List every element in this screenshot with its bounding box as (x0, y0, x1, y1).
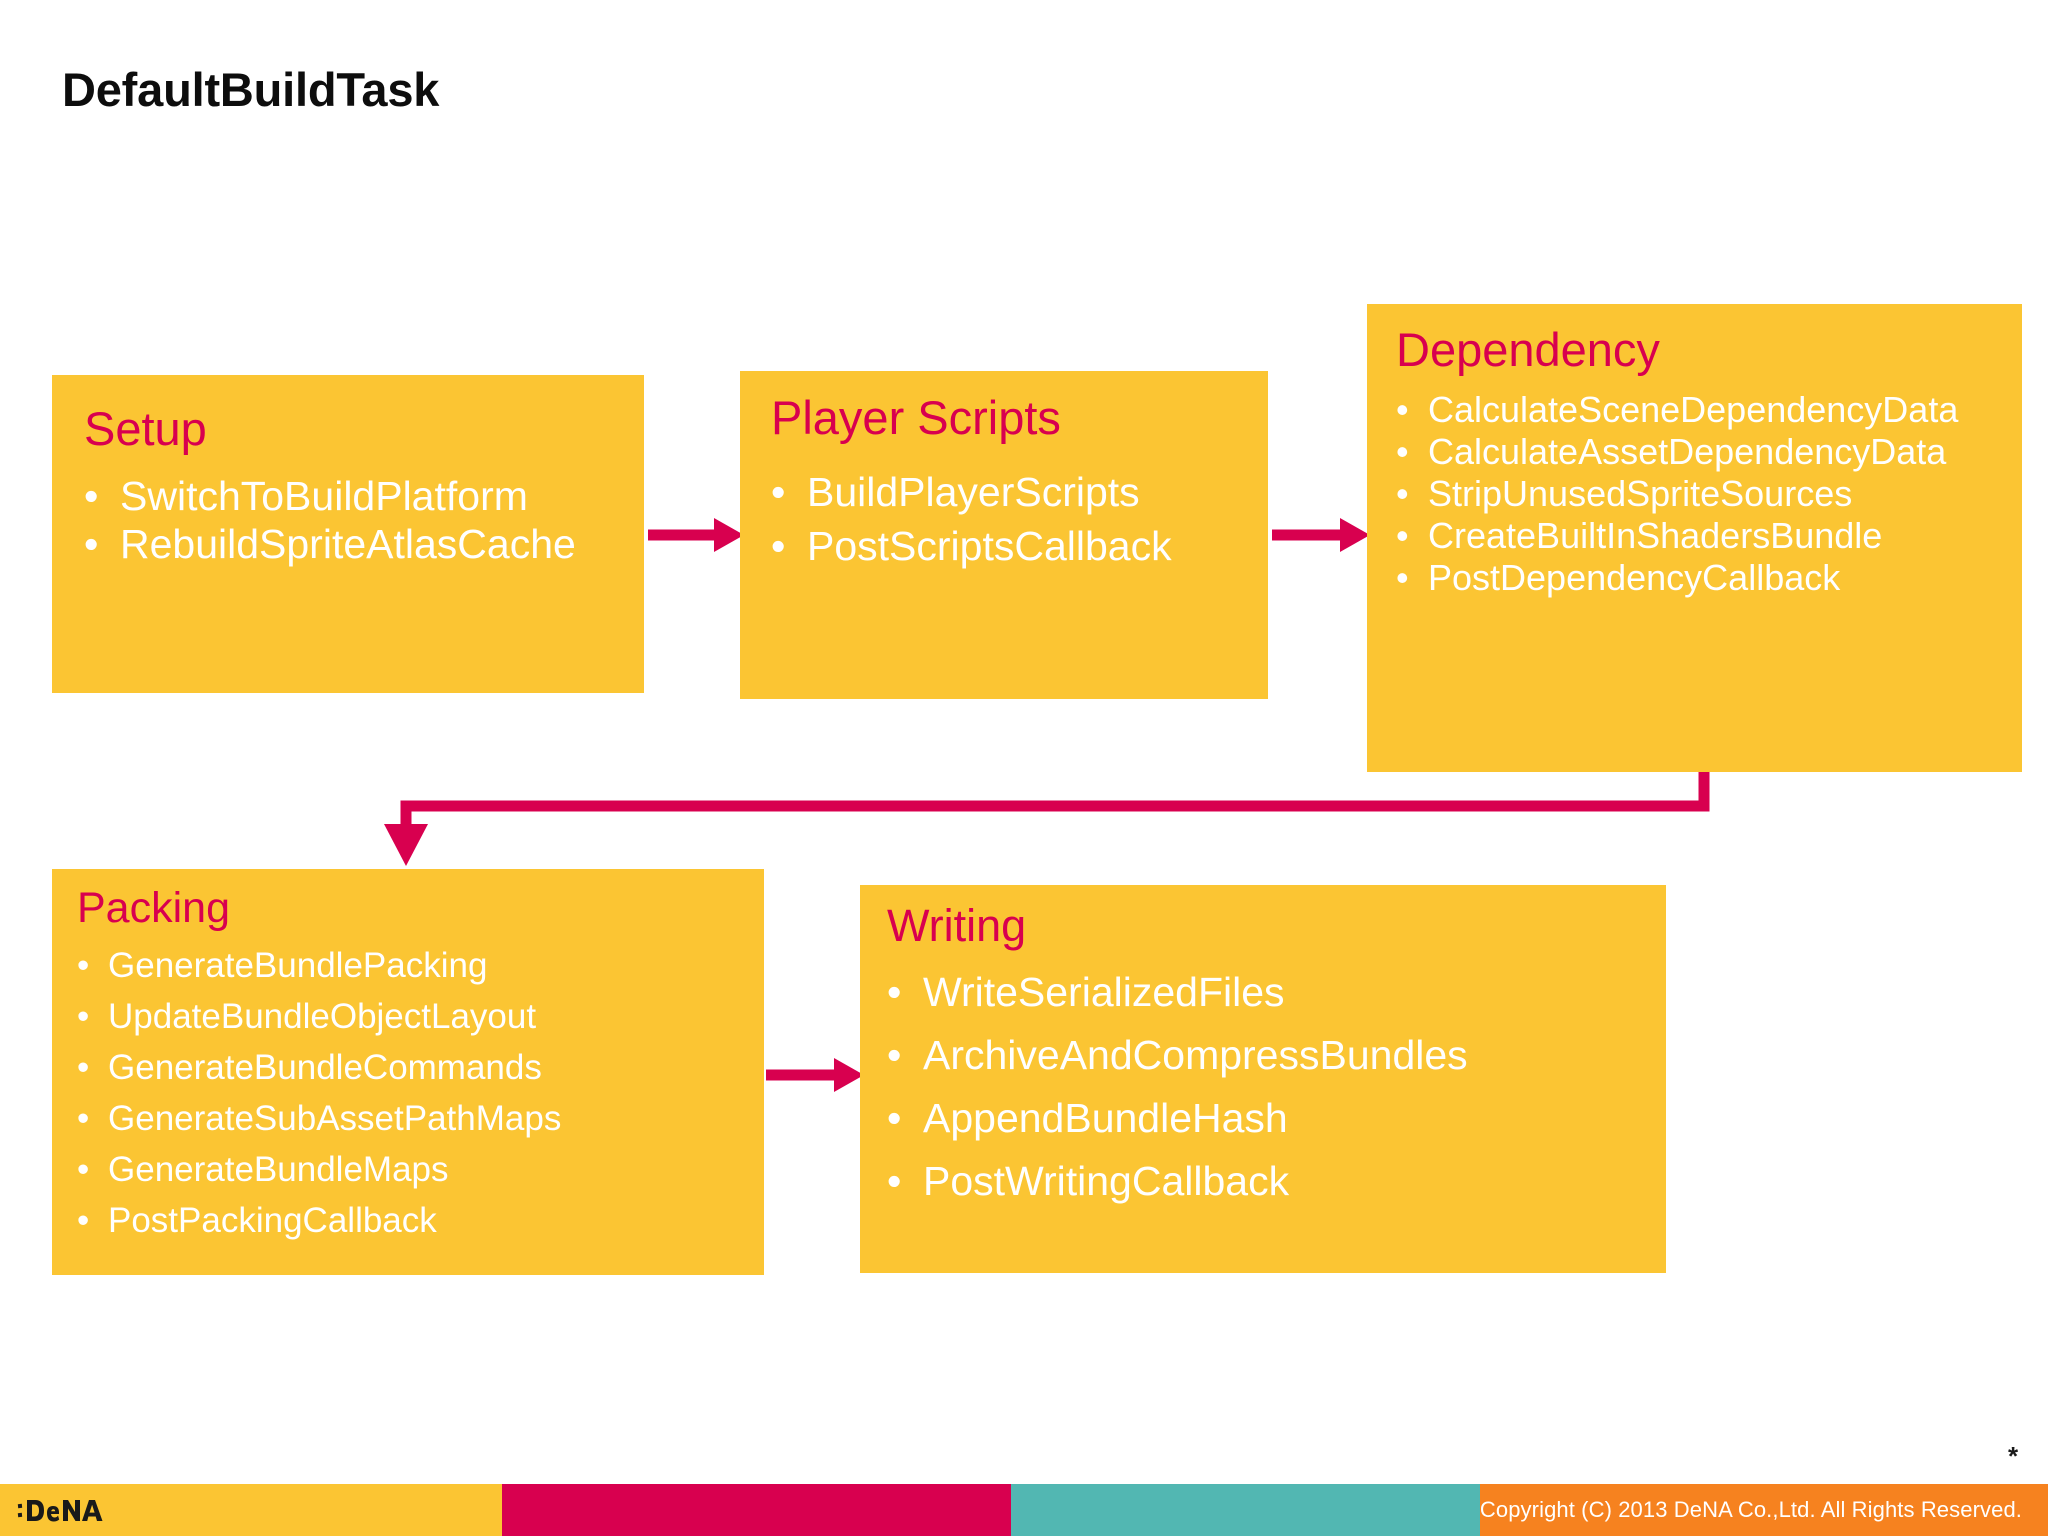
stage-box-player-scripts: Player Scripts • BuildPlayerScripts • Po… (740, 371, 1268, 699)
list-item-label: WriteSerializedFiles (923, 969, 1285, 1015)
stage-heading-writing: Writing (887, 900, 1027, 951)
copyright-text: Copyright (C) 2013 DeNA Co.,Ltd. All Rig… (1479, 1497, 2022, 1522)
stage-heading-dependency: Dependency (1396, 323, 1660, 376)
list-item-label: UpdateBundleObjectLayout (108, 997, 537, 1037)
bullet-icon: • (77, 946, 90, 985)
bullet-icon: • (77, 1150, 90, 1190)
bullet-icon: • (1396, 556, 1409, 598)
list-item-label: PostWritingCallback (923, 1158, 1290, 1205)
footer-bar: Copyright (C) 2013 DeNA Co.,Ltd. All Rig… (0, 1484, 2048, 1536)
stage-list-writing: • WriteSerializedFiles • ArchiveAndCompr… (887, 969, 1647, 1204)
stage-list-setup: • SwitchToBuildPlatform • RebuildSpriteA… (84, 473, 619, 568)
list-item-label: PostScriptsCallback (807, 523, 1172, 570)
list-item: • CalculateSceneDependencyData (1396, 389, 2001, 430)
list-item-label: PostDependencyCallback (1428, 556, 1841, 598)
list-item-label: GenerateSubAssetPathMaps (108, 1099, 562, 1139)
bullet-icon: • (84, 473, 99, 519)
list-item-label: ArchiveAndCompressBundles (923, 1032, 1468, 1079)
bullet-icon: • (887, 969, 902, 1015)
bullet-icon: • (887, 1158, 902, 1205)
stage-heading-setup: Setup (84, 402, 207, 455)
footer-copyright-segment: Copyright (C) 2013 DeNA Co.,Ltd. All Rig… (1479, 1484, 2048, 1536)
stage-heading-player-scripts: Player Scripts (771, 391, 1061, 444)
page-title: DefaultBuildTask (62, 63, 440, 116)
stage-list-dependency: • CalculateSceneDependencyData • Calcula… (1396, 389, 2001, 598)
list-item-label: RebuildSpriteAtlasCache (120, 520, 576, 567)
list-item: • GenerateSubAssetPathMaps (77, 1100, 742, 1137)
stage-list-player-scripts: • BuildPlayerScripts • PostScriptsCallba… (771, 465, 1251, 573)
bullet-icon: • (77, 1099, 90, 1139)
stage-list-packing: • GenerateBundlePacking • UpdateBundleOb… (77, 947, 742, 1240)
list-item: • UpdateBundleObjectLayout (77, 998, 742, 1035)
list-item-label: AppendBundleHash (923, 1095, 1288, 1142)
stage-box-dependency: Dependency • CalculateSceneDependencyDat… (1367, 304, 2022, 772)
list-item: • GenerateBundleMaps (77, 1151, 742, 1188)
bullet-icon: • (771, 469, 786, 515)
stage-heading-packing: Packing (77, 884, 230, 932)
list-item-label: GenerateBundleMaps (108, 1150, 449, 1190)
bullet-icon: • (1396, 389, 1409, 430)
list-item: • RebuildSpriteAtlasCache (84, 520, 619, 568)
list-item-label: StripUnusedSpriteSources (1428, 472, 1853, 514)
footer-logo-segment (0, 1484, 503, 1536)
stage-box-setup: Setup • SwitchToBuildPlatform • RebuildS… (52, 375, 644, 693)
bullet-icon: • (77, 997, 90, 1037)
list-item: • WriteSerializedFiles (887, 969, 1647, 1015)
arrow-player-scripts-to-dependency-icon (1272, 518, 1370, 552)
list-item-label: GenerateBundleCommands (108, 1048, 542, 1088)
bullet-icon: • (1396, 430, 1409, 472)
list-item: • AppendBundleHash (887, 1096, 1647, 1141)
arrow-dependency-to-packing-icon (384, 772, 1710, 866)
list-item: • PostDependencyCallback (1396, 556, 2001, 598)
arrow-packing-to-writing-icon (766, 1058, 864, 1092)
stage-box-packing: Packing • GenerateBundlePacking • Update… (52, 869, 764, 1275)
list-item: • CreateBuiltInShadersBundle (1396, 514, 2001, 556)
footer-crimson-segment (502, 1484, 1011, 1536)
list-item-label: CalculateSceneDependencyData (1428, 389, 1959, 430)
footnote-marker: * (2008, 1441, 2019, 1471)
list-item: • BuildPlayerScripts (771, 465, 1251, 519)
list-item-label: GenerateBundlePacking (108, 946, 488, 985)
list-item: • PostWritingCallback (887, 1159, 1647, 1204)
bullet-icon: • (84, 520, 99, 567)
bullet-icon: • (771, 523, 786, 570)
list-item-label: CalculateAssetDependencyData (1428, 430, 1947, 472)
list-item: • PostScriptsCallback (771, 519, 1251, 573)
list-item-label: CreateBuiltInShadersBundle (1428, 514, 1883, 556)
list-item-label: SwitchToBuildPlatform (120, 473, 528, 519)
list-item: • ArchiveAndCompressBundles (887, 1032, 1647, 1079)
list-item: • StripUnusedSpriteSources (1396, 472, 2001, 514)
bullet-icon: • (1396, 514, 1409, 556)
footer-teal-segment (1010, 1484, 1480, 1536)
list-item-label: BuildPlayerScripts (807, 469, 1140, 515)
bullet-icon: • (887, 1095, 902, 1142)
list-item: • GenerateBundleCommands (77, 1049, 742, 1086)
dena-logo-icon (17, 1500, 103, 1522)
bullet-icon: • (887, 1032, 902, 1079)
stage-box-writing: Writing • WriteSerializedFiles • Archive… (860, 885, 1666, 1273)
bullet-icon: • (1396, 472, 1409, 514)
list-item: • GenerateBundlePacking (77, 947, 742, 984)
list-item-label: PostPackingCallback (108, 1201, 437, 1241)
list-item: • PostPackingCallback (77, 1202, 742, 1239)
bullet-icon: • (77, 1048, 90, 1088)
list-item: • CalculateAssetDependencyData (1396, 430, 2001, 472)
list-item: • SwitchToBuildPlatform (84, 473, 619, 520)
arrow-setup-to-player-scripts-icon (648, 518, 744, 552)
bullet-icon: • (77, 1201, 90, 1241)
